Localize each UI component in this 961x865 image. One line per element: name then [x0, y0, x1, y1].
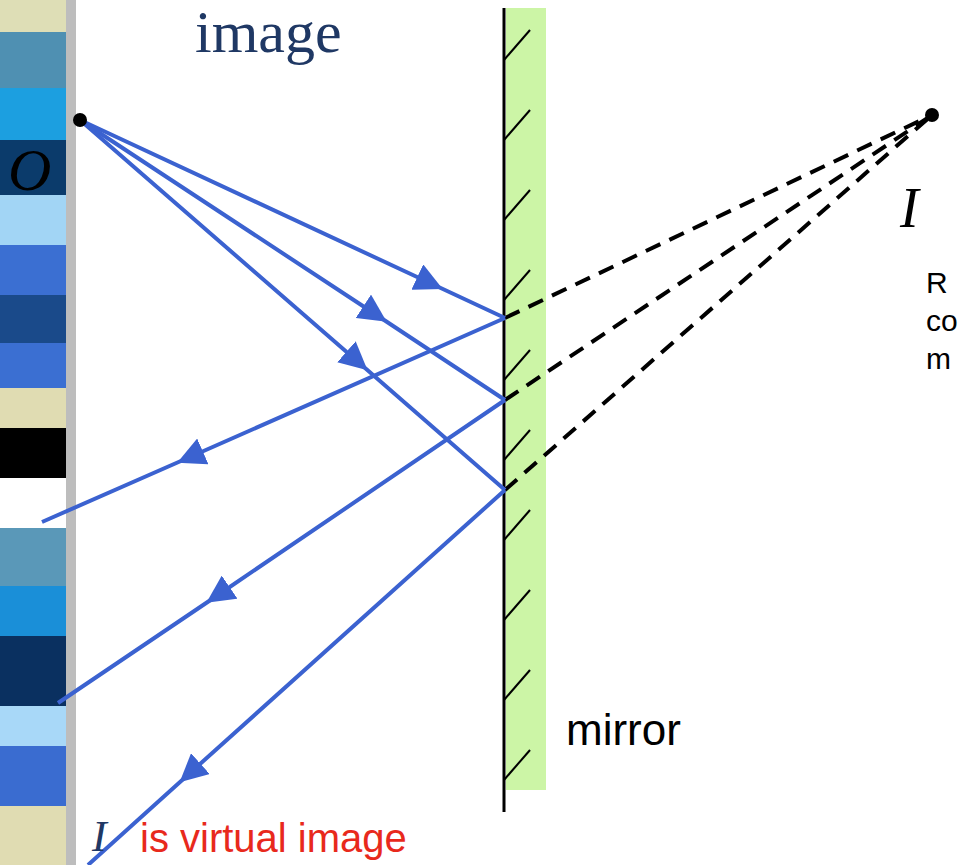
virtual-rays [505, 115, 932, 490]
slide-title: image [195, 2, 342, 62]
image-point [925, 108, 939, 122]
mirror-symbol [504, 8, 546, 812]
image-symbol: I [92, 815, 107, 859]
note-text: m [926, 344, 951, 374]
striped-band [0, 0, 76, 865]
object-label: O [8, 140, 51, 200]
light-rays [42, 120, 505, 865]
note-text: co [926, 306, 958, 336]
object-point [73, 113, 87, 127]
mirror-label: mirror [566, 708, 681, 752]
note-text: R [926, 268, 948, 298]
red-note: is virtual image [140, 818, 407, 858]
image-label: I [900, 180, 919, 236]
